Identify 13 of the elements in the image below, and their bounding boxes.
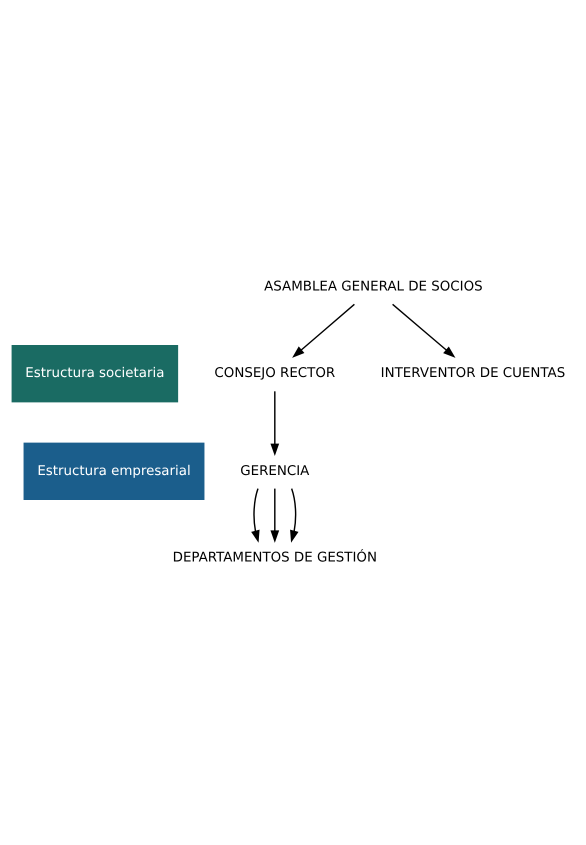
arrow [270, 391, 280, 456]
arrow [251, 488, 260, 543]
node-text: INTERVENTOR DE CUENTAS [380, 366, 566, 382]
arrow [392, 304, 456, 358]
node-text: GERENCIA [240, 464, 310, 479]
arrow [290, 488, 298, 543]
node-text: DEPARTAMENTOS DE GESTIÓN [172, 550, 377, 566]
arrow [270, 488, 280, 543]
node-box: Estructura empresarial [24, 442, 204, 500]
node-text: CONSEJO RECTOR [214, 366, 336, 382]
arrow [292, 304, 355, 358]
node-text: ASAMBLEA GENERAL DE SOCIOS [264, 280, 483, 295]
node-box: Estructura societaria [12, 344, 178, 402]
